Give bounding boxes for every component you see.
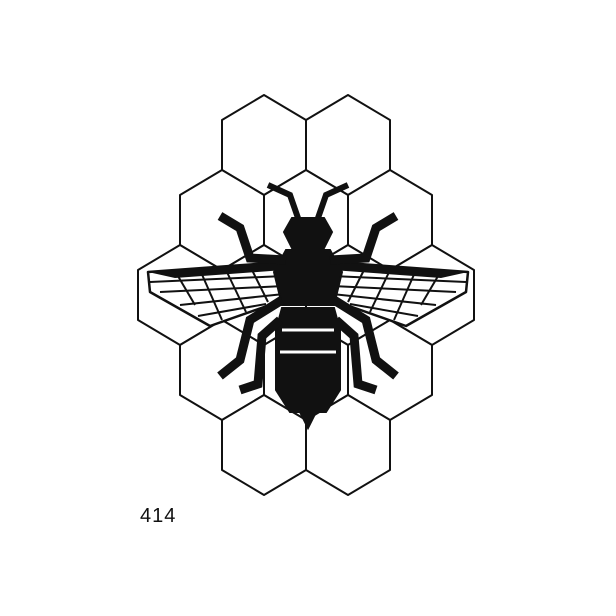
bee-stinger [298,411,318,431]
figure-number: 414 [140,505,177,527]
wing-shading [148,262,468,278]
left-antenna [266,182,301,219]
bee-abdomen [275,307,341,413]
right-hind-leg [333,316,378,395]
left-hind-leg [238,316,283,395]
abdomen-stripes [280,328,336,354]
bee-head [282,217,334,249]
left-middle-leg [217,296,285,380]
bee [146,182,470,431]
left-front-leg [217,212,287,265]
right-middle-leg [331,296,399,380]
right-front-leg [329,212,399,265]
right-antenna [315,182,350,219]
